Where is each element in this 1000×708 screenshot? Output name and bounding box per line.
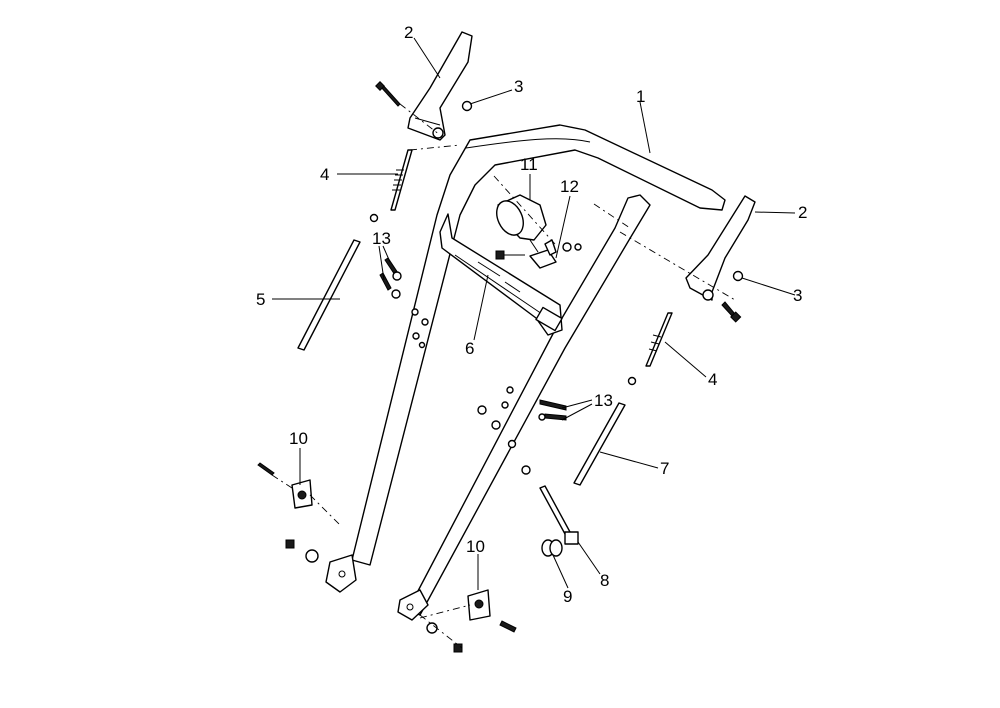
callout-3-left: 3 xyxy=(514,77,523,96)
callout-3-right: 3 xyxy=(793,286,802,305)
callout-13-left: 13 xyxy=(372,229,391,248)
callout-8: 8 xyxy=(600,571,609,590)
lamp-bracket xyxy=(529,239,557,269)
callout-10-left: 10 xyxy=(289,429,308,448)
right-fastener-set xyxy=(477,386,567,475)
right-nut-clip xyxy=(426,589,517,653)
callout-10-right: 10 xyxy=(466,537,485,556)
callout-7: 7 xyxy=(660,459,669,478)
headlamp xyxy=(496,194,547,253)
callout-6: 6 xyxy=(465,339,474,358)
lamp-fastener xyxy=(495,242,582,260)
right-nut xyxy=(732,270,744,282)
callout-5: 5 xyxy=(256,290,265,309)
left-long-rod xyxy=(297,239,361,351)
upper-handle-tube xyxy=(351,124,726,616)
left-nut-clip xyxy=(257,462,319,563)
spacer xyxy=(541,539,563,557)
right-handle-foot xyxy=(397,589,429,621)
callout-4-left: 4 xyxy=(320,165,329,184)
left-bracket-bolt xyxy=(375,81,401,107)
pivot-pin xyxy=(539,485,579,545)
left-handle-bracket xyxy=(407,31,473,141)
assembly-centerlines xyxy=(271,103,736,649)
left-threaded-rod xyxy=(369,149,413,223)
callout-12: 12 xyxy=(560,177,579,196)
callout-4-right: 4 xyxy=(708,370,717,389)
cross-bracket xyxy=(439,213,563,336)
left-nut xyxy=(461,100,473,112)
callout-9: 9 xyxy=(563,587,572,606)
callout-1: 1 xyxy=(636,87,645,106)
right-bracket-bolt xyxy=(721,301,742,323)
callout-2-right: 2 xyxy=(798,203,807,222)
callout-labels: 2 3 1 4 11 12 2 13 5 3 6 4 13 10 7 8 10 … xyxy=(256,23,807,606)
right-threaded-rod xyxy=(627,312,673,386)
right-handle-bracket xyxy=(685,195,756,301)
callout-11: 11 xyxy=(520,155,538,174)
left-handle-foot xyxy=(325,554,357,593)
leader-lines xyxy=(272,37,796,590)
left-fastener-set xyxy=(379,257,429,349)
callout-2-left: 2 xyxy=(404,23,413,42)
right-long-rod xyxy=(573,402,626,486)
callout-13-right: 13 xyxy=(594,391,613,410)
